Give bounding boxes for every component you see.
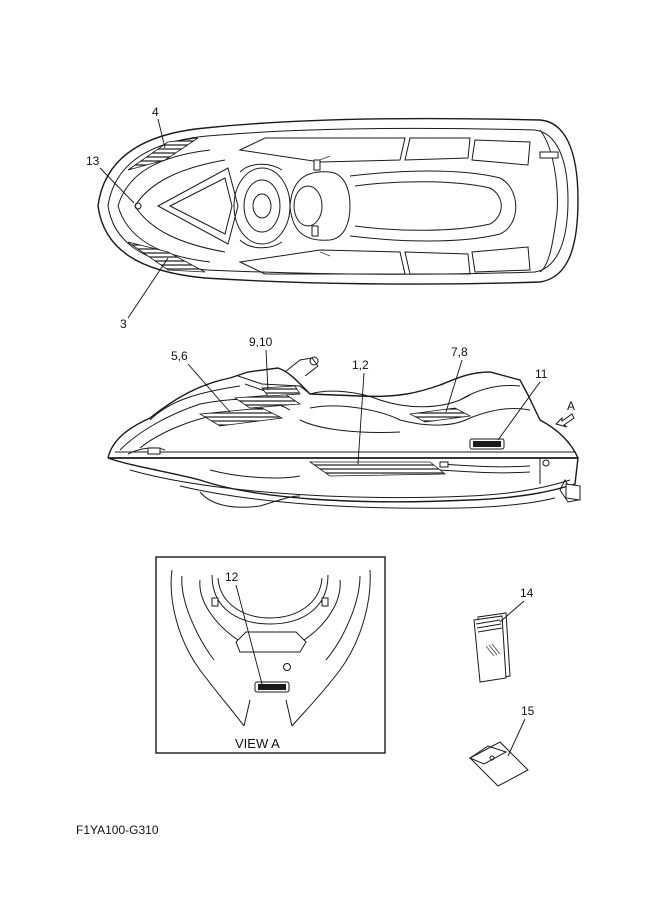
callout-4: 4 — [152, 105, 159, 119]
leader-4 — [157, 118, 166, 149]
callout-15: 15 — [521, 704, 535, 718]
side-view-watercraft — [107, 356, 581, 509]
pouch-part-15 — [468, 741, 529, 787]
leader-5-6 — [187, 363, 231, 413]
top-view-watercraft — [97, 117, 579, 285]
leader-12 — [235, 584, 263, 685]
callout-9-10: 9,10 — [249, 335, 273, 349]
leader-13 — [99, 167, 135, 204]
callout-3: 3 — [120, 317, 127, 331]
callout-13: 13 — [86, 154, 100, 168]
view-a-arrow-icon — [555, 413, 575, 428]
callout-5-6: 5,6 — [171, 349, 188, 363]
callout-12: 12 — [225, 570, 239, 584]
view-a-marker-label: A — [567, 399, 575, 413]
leader-1-2 — [357, 372, 365, 465]
callout-1-2: 1,2 — [352, 358, 369, 372]
leader-7-8 — [445, 359, 463, 413]
callout-11: 11 — [535, 367, 548, 381]
drawing-code: F1YA100-G310 — [76, 823, 159, 837]
leader-15 — [507, 718, 526, 757]
view-a-label: VIEW A — [235, 736, 280, 751]
leader-11 — [497, 381, 541, 441]
callout-14: 14 — [520, 586, 534, 600]
view-a-detail — [155, 556, 386, 754]
leader-14 — [499, 600, 525, 623]
leader-3 — [127, 257, 169, 319]
owner-manual-part-14 — [473, 612, 511, 683]
leader-9-10 — [265, 349, 269, 391]
callout-7-8: 7,8 — [451, 345, 468, 359]
